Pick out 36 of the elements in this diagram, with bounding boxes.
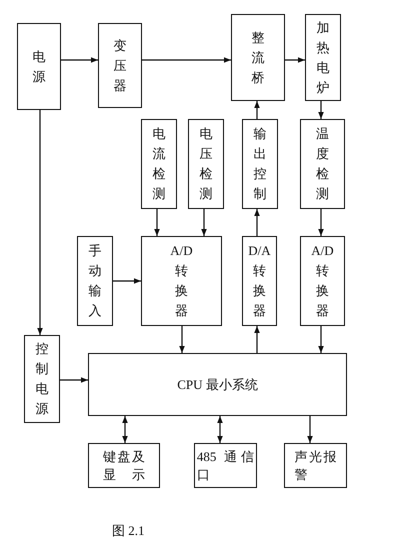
- process-box: 控制电源: [24, 335, 60, 423]
- arrow: [154, 209, 160, 236]
- arrow: [113, 278, 141, 284]
- process-box: 手动输入: [77, 236, 113, 326]
- process-box: 485 通信口: [194, 443, 257, 488]
- arrow: [142, 57, 231, 63]
- arrow: [254, 209, 260, 236]
- process-box: 声光报警: [284, 443, 347, 488]
- arrow: [318, 209, 324, 236]
- process-box: 加热电炉: [305, 14, 341, 101]
- process-box: 电流检测: [141, 119, 177, 209]
- process-box: A/D转换器: [141, 236, 222, 326]
- arrow: [254, 326, 260, 353]
- process-box: 变压器: [98, 23, 142, 108]
- arrow: [60, 377, 88, 383]
- arrow: [61, 57, 98, 63]
- figure-caption: 图 2.1: [112, 522, 144, 540]
- process-box: 输出控制: [242, 119, 278, 209]
- process-box: 电压检测: [188, 119, 224, 209]
- arrow: [217, 416, 223, 443]
- arrow: [307, 416, 313, 443]
- process-box: 键盘及显示: [88, 443, 160, 488]
- arrow: [318, 101, 324, 119]
- arrow: [201, 209, 207, 236]
- arrow: [254, 101, 260, 119]
- process-box: 电源: [17, 23, 61, 110]
- arrow: [318, 326, 324, 353]
- process-box: A/D转换器: [300, 236, 345, 326]
- arrow: [122, 416, 128, 443]
- arrow: [37, 110, 43, 335]
- process-box: 温度检测: [300, 119, 345, 209]
- arrow: [179, 326, 185, 353]
- process-box: CPU 最小系统: [88, 353, 347, 416]
- process-box: 整流桥: [231, 14, 285, 101]
- process-box: D/A转换器: [242, 236, 277, 326]
- arrow: [285, 57, 305, 63]
